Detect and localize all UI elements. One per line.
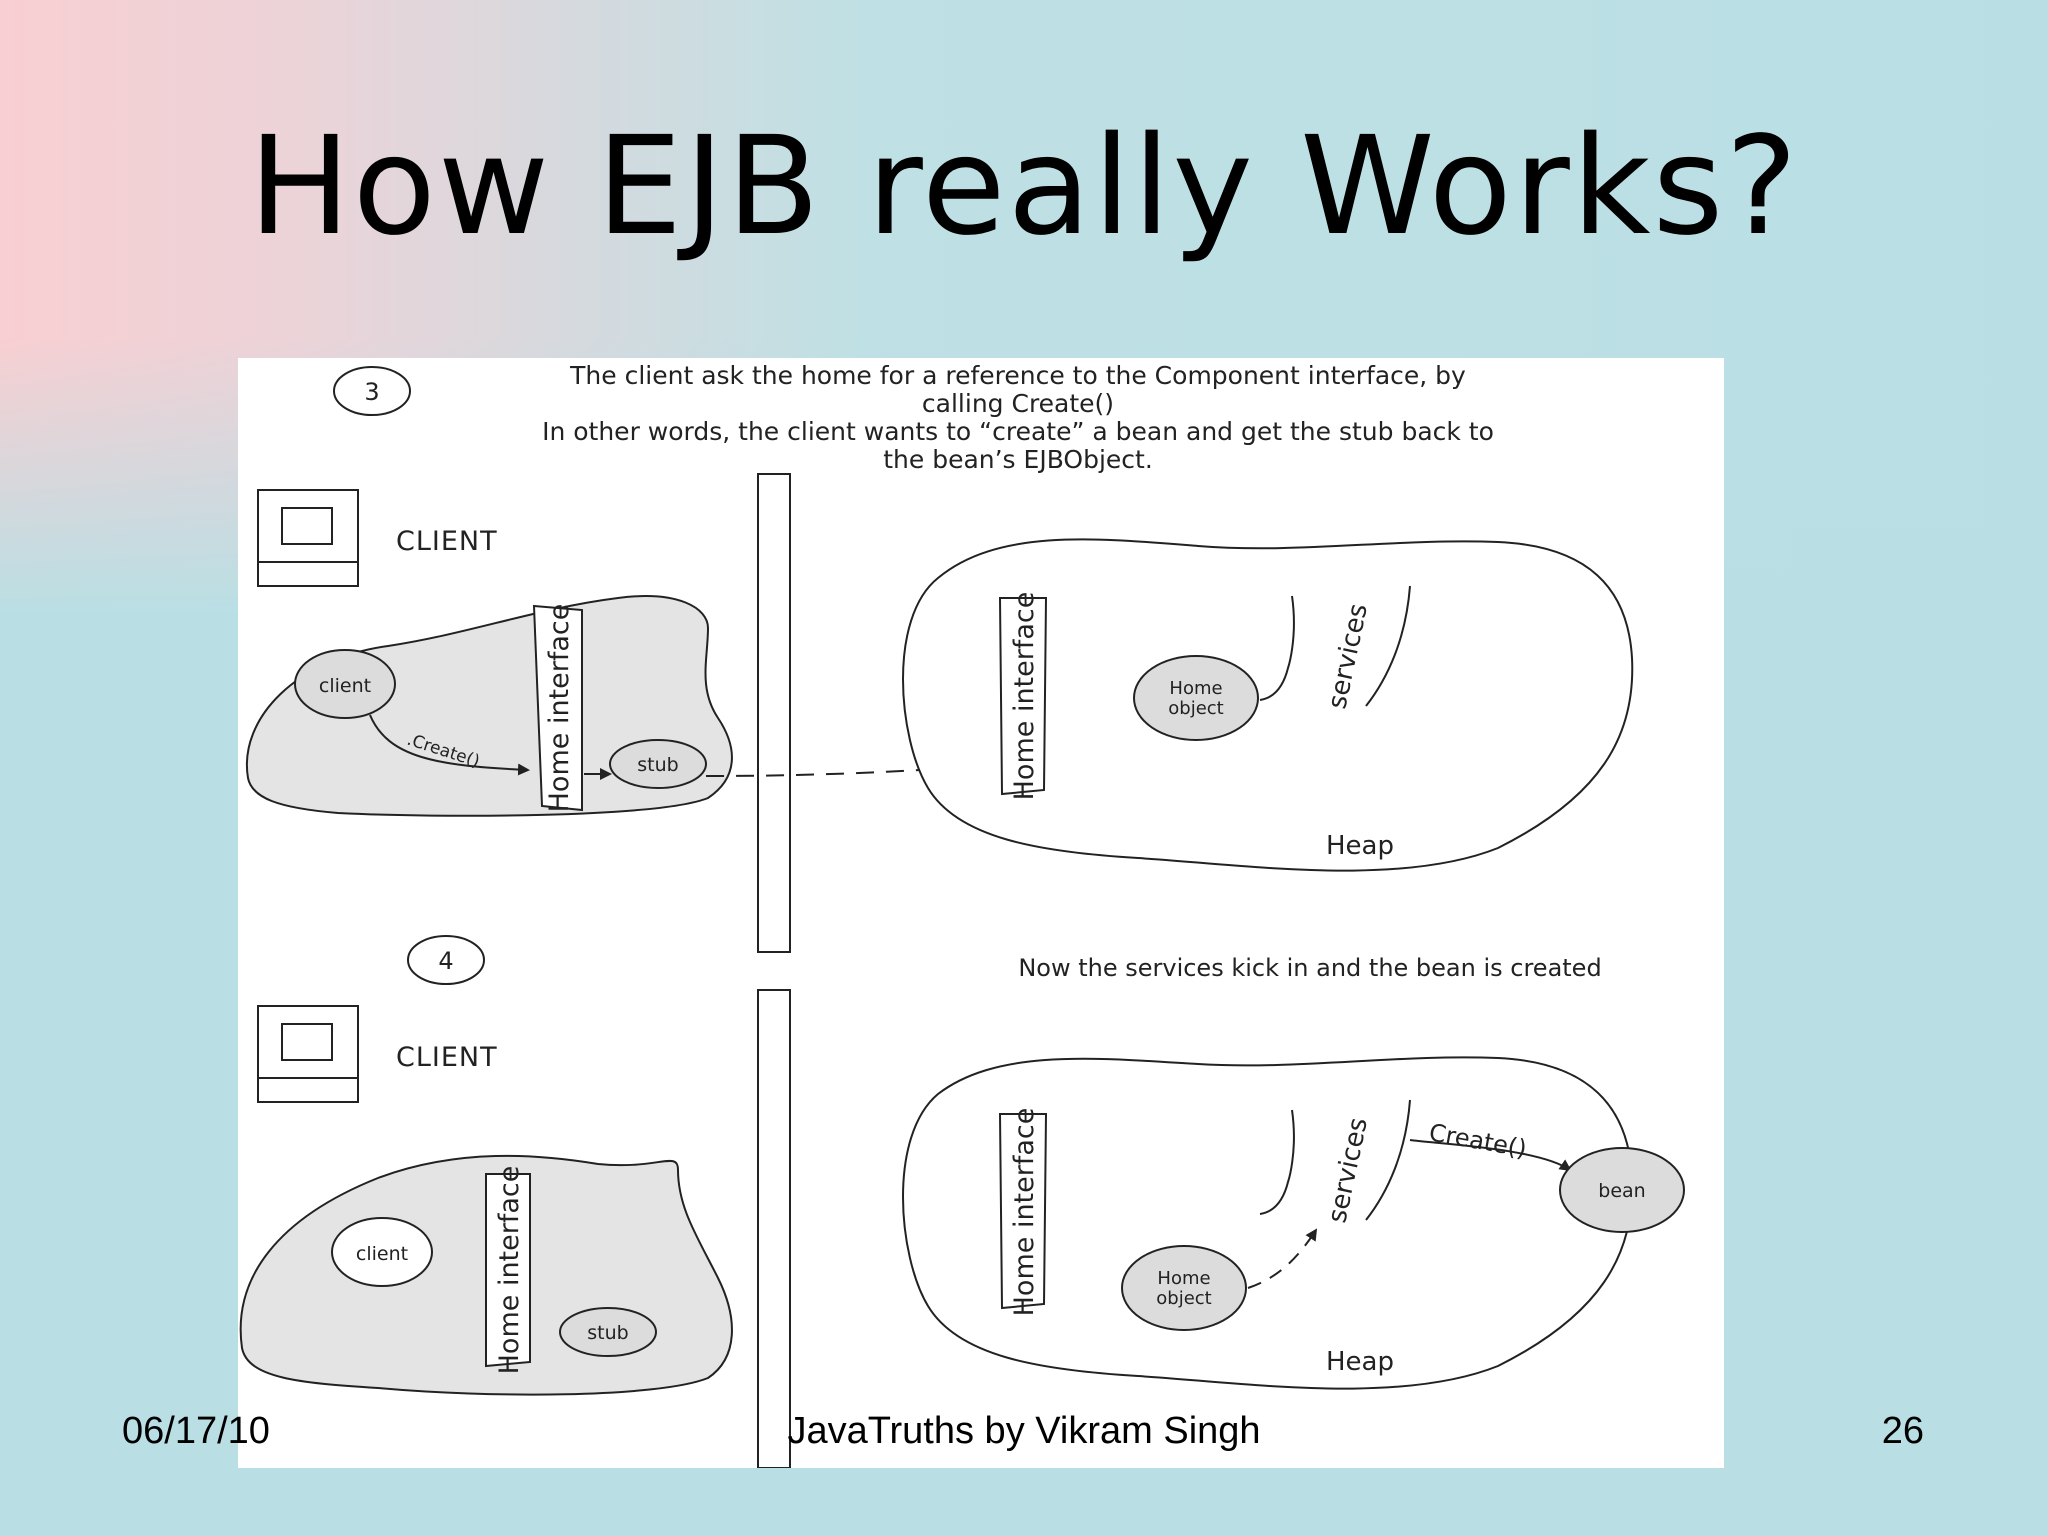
step3-caption-line2: calling Create() xyxy=(922,389,1114,418)
step3-client-label: CLIENT xyxy=(396,526,498,557)
page-number: 26 xyxy=(1881,1410,1924,1452)
step4-badge xyxy=(407,935,485,985)
step3-heap-label: Heap xyxy=(1326,831,1394,861)
step3-client-node-label: client xyxy=(319,675,371,697)
step4-heap xyxy=(902,1056,1634,1390)
step4-number: 4 xyxy=(438,947,453,975)
step4-services-curve-left xyxy=(1259,1109,1295,1215)
slide-title: How EJB really Works? xyxy=(248,108,1800,266)
step4-home-object-line1: Home xyxy=(1157,1268,1210,1289)
step3-computer-icon xyxy=(257,489,359,587)
step3-network-divider xyxy=(757,473,791,953)
step3-server-home-interface xyxy=(998,597,1048,796)
step4-computer-icon xyxy=(257,1005,359,1103)
step4-home-object-line2: object xyxy=(1156,1288,1211,1309)
footer-date: 06/17/10 xyxy=(122,1410,270,1452)
step4-client-node xyxy=(331,1217,433,1287)
step3-stub-label: stub xyxy=(637,754,678,776)
step3-caption-line4: the bean’s EJBObject. xyxy=(883,445,1153,474)
step3-services-curve-left xyxy=(1259,595,1295,701)
step4-create-arrow xyxy=(1409,1139,1572,1172)
step3-server-home-interface-label: Home interface xyxy=(1009,592,1040,801)
step4-services-call-arrow xyxy=(1247,1228,1318,1289)
step4-home-interface-label: Home interface xyxy=(494,1166,525,1375)
step3-home-interface xyxy=(532,604,583,812)
step4-client-label: CLIENT xyxy=(396,1042,498,1073)
step3-stub xyxy=(609,739,707,789)
step4-bean-label: bean xyxy=(1598,1180,1645,1202)
step3-badge xyxy=(333,366,411,416)
step4-services-curve-right xyxy=(1365,1099,1411,1221)
step3-caption-line1: The client ask the home for a reference … xyxy=(569,361,1466,390)
step4-bean xyxy=(1559,1147,1685,1233)
step3-home-object-line1: Home xyxy=(1169,678,1222,699)
step4-home-interface xyxy=(485,1173,531,1368)
step4-client-node-label: client xyxy=(356,1243,408,1265)
step4-caption: Now the services kick in and the bean is… xyxy=(1018,954,1601,982)
step4-network-divider xyxy=(757,989,791,1468)
step4-server-home-interface-label: Home interface xyxy=(1009,1108,1040,1317)
step4-stub xyxy=(559,1307,657,1357)
step3-home-object-line2: object xyxy=(1168,698,1223,719)
step3-create-arrow xyxy=(369,714,530,776)
step4-server-home-interface xyxy=(998,1113,1048,1310)
step3-caption-line3: In other words, the client wants to “cre… xyxy=(542,417,1494,446)
footer-author: JavaTruths by Vikram Singh xyxy=(787,1410,1261,1452)
step4-home-object xyxy=(1121,1245,1247,1331)
step3-client-node xyxy=(294,649,396,719)
step4-heap-label: Heap xyxy=(1326,1347,1394,1377)
step3-home-interface-label: Home interface xyxy=(544,604,575,813)
step3-services-curve-right xyxy=(1365,585,1411,707)
step4-stub-label: stub xyxy=(587,1322,628,1344)
ejb-diagram: 3 The client ask the home for a referenc… xyxy=(238,358,1724,1468)
step3-home-object xyxy=(1133,655,1259,741)
step3-heap xyxy=(902,538,1634,872)
step3-number: 3 xyxy=(364,378,379,406)
